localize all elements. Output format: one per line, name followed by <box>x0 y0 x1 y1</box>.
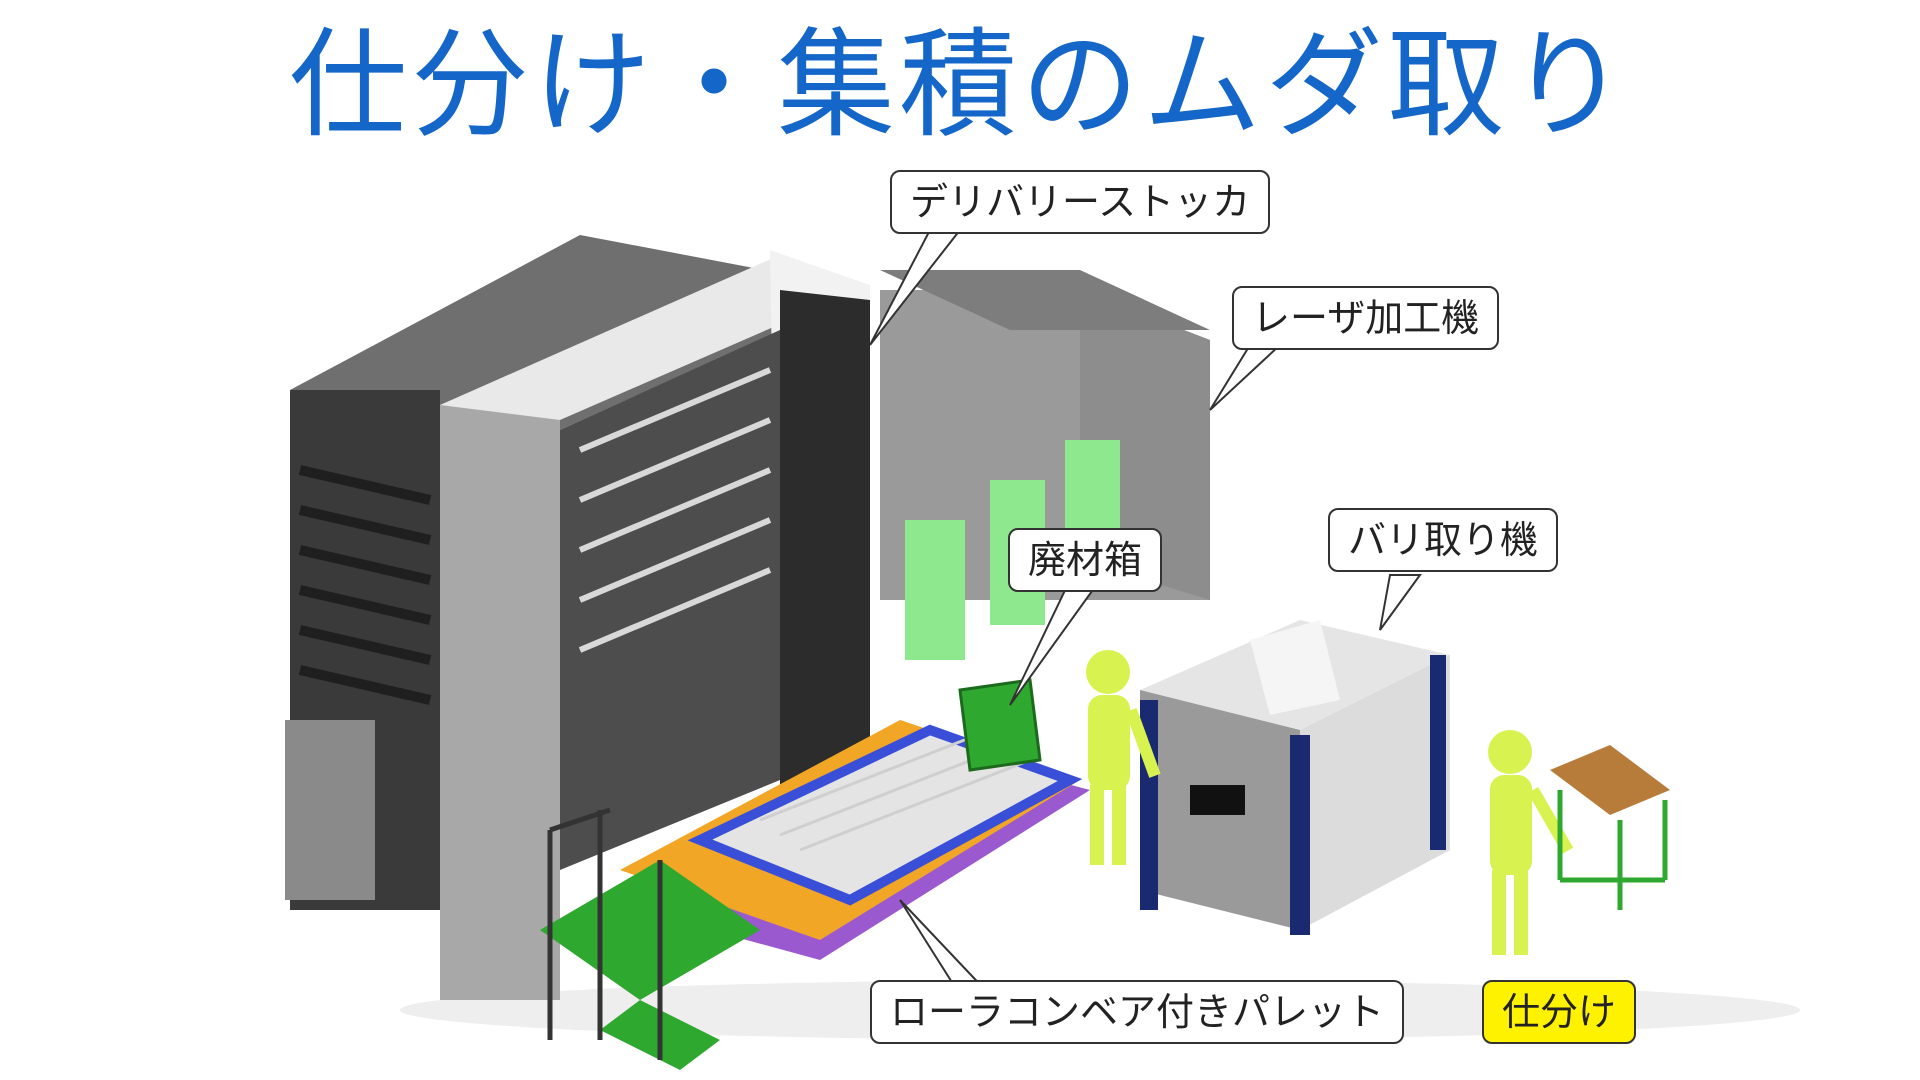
sorting-cart-shape <box>1550 745 1670 910</box>
callout-roller-pallet: ローラコンベア付きパレット <box>870 980 1405 1044</box>
callout-laser-machine: レーザ加工機 <box>1232 286 1500 350</box>
callout-sorting: 仕分け <box>1482 980 1637 1044</box>
laser-machine-shape <box>880 270 1210 660</box>
deburring-machine-shape <box>1140 620 1450 935</box>
stairs-shape <box>540 807 760 1070</box>
callout-delivery-stocker: デリバリーストッカ <box>890 170 1271 234</box>
laser-window-1 <box>905 520 965 660</box>
worker-left-shape <box>1086 650 1161 865</box>
callout-pointers <box>869 229 1422 996</box>
callout-deburring-machine: バリ取り機 <box>1328 508 1559 572</box>
delivery-stocker-shape <box>285 235 870 1000</box>
callout-scrap-box: 廃材箱 <box>1008 528 1163 592</box>
page-title: 仕分け・集積のムダ取り <box>288 16 1631 154</box>
roller-pallet-shape <box>600 720 1090 960</box>
scrap-box-shape <box>958 678 1042 772</box>
